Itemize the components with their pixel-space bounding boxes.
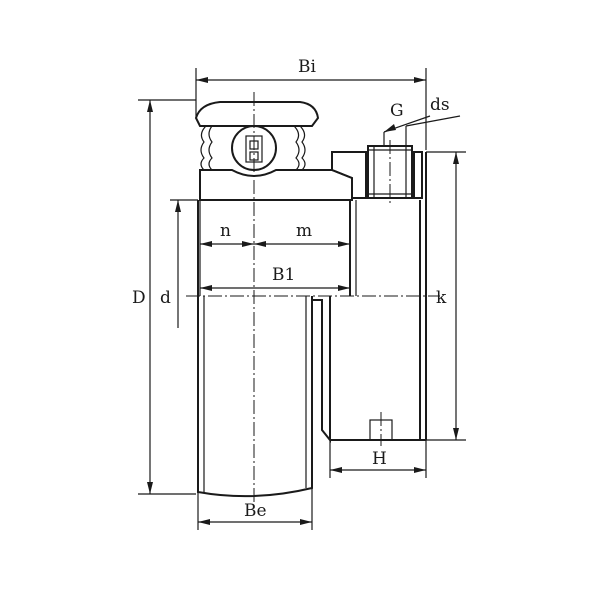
label-h: H xyxy=(372,449,387,469)
dim-k xyxy=(426,151,466,441)
label-be: Be xyxy=(244,501,267,521)
label-m: m xyxy=(296,221,312,241)
label-D: D xyxy=(132,288,146,308)
dim-be xyxy=(197,488,313,530)
dim-ds xyxy=(405,115,461,146)
left-seal xyxy=(200,125,213,171)
label-b1: B1 xyxy=(272,265,295,285)
label-n: n xyxy=(220,221,231,241)
label-g: G xyxy=(390,101,404,121)
outer-ring xyxy=(194,101,320,127)
dim-bi xyxy=(195,68,427,150)
label-ds: ds xyxy=(430,95,450,115)
dim-g xyxy=(383,115,431,146)
dim-h xyxy=(329,440,427,478)
dim-b1 xyxy=(200,285,350,291)
lower-body xyxy=(197,296,426,498)
dim-n-m xyxy=(200,241,350,247)
inner-ring xyxy=(199,169,353,201)
collar-top xyxy=(331,151,423,199)
label-k: k xyxy=(436,288,447,308)
bore-section xyxy=(197,152,427,440)
right-seal xyxy=(293,125,306,171)
dim-d-outer xyxy=(138,99,196,495)
dim-d-bore xyxy=(170,199,198,328)
label-bi: Bi xyxy=(298,57,316,77)
label-d: d xyxy=(160,288,171,308)
set-screw xyxy=(367,140,413,204)
